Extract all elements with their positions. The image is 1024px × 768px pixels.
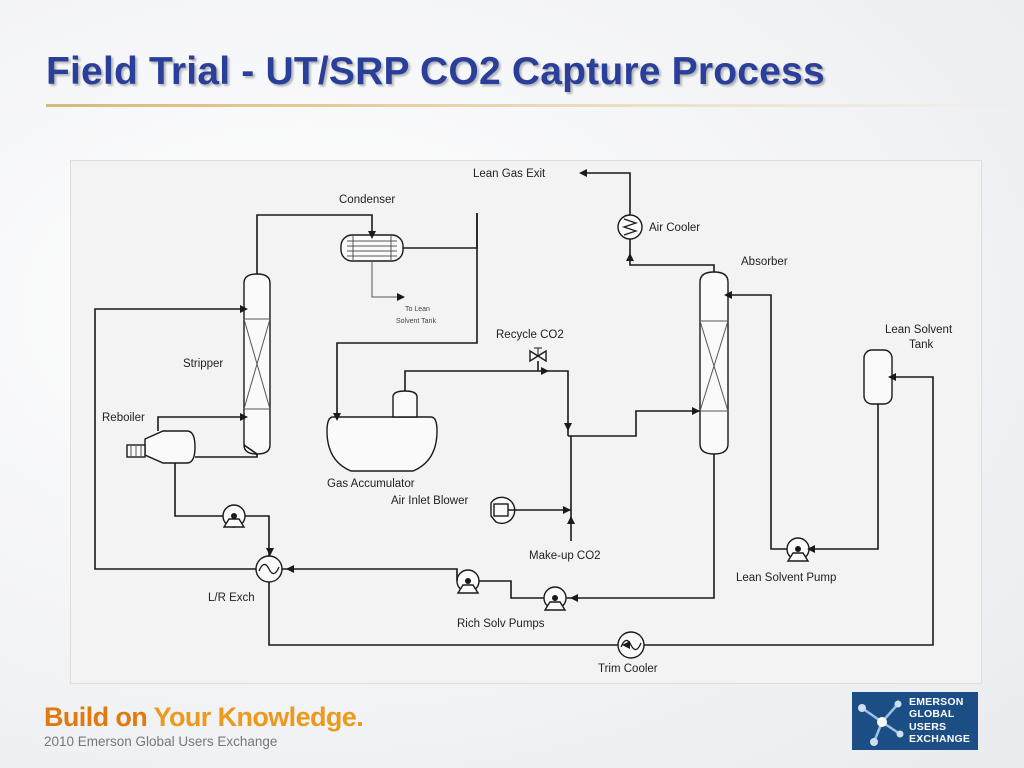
- label-lean-solvent-tank-line1: Lean Solvent: [885, 324, 953, 336]
- air-cooler-exchanger: [617, 214, 643, 240]
- rich-solvent-pump-2: [543, 586, 567, 611]
- label-recycle-co2: Recycle CO2: [496, 329, 564, 341]
- footer-tagline: Build on Your Knowledge.: [44, 702, 364, 733]
- piping: [94, 172, 934, 646]
- logo-line-1: EMERSON: [909, 696, 964, 708]
- emerson-global-users-exchange-logo: EMERSON GLOBAL USERS EXCHANGE: [852, 692, 978, 750]
- lean-solvent-tank: [863, 349, 893, 405]
- logo-wordmark: EMERSON GLOBAL USERS EXCHANGE: [909, 696, 970, 746]
- label-lean-gas-exit: Lean Gas Exit: [473, 168, 546, 180]
- reboiler-pump: [222, 504, 246, 528]
- process-flow-diagram: Lean Gas Exit Air Cooler Condenser To Le…: [70, 160, 982, 684]
- lr-exchanger: [255, 555, 283, 583]
- tagline-part-2: Your Knowledge.: [153, 702, 364, 732]
- network-graph-icon: [858, 700, 904, 746]
- rich-solvent-pump-1: [456, 569, 480, 594]
- logo-line-4: EXCHANGE: [909, 733, 971, 746]
- label-absorber: Absorber: [741, 256, 788, 268]
- label-lean-solvent-pump: Lean Solvent Pump: [736, 572, 836, 584]
- label-lr-exch: L/R Exch: [208, 592, 255, 604]
- flow-arrows: [240, 169, 896, 649]
- trim-cooler-exchanger: [617, 631, 645, 659]
- title-divider: [46, 104, 1024, 107]
- process-diagram-svg: Lean Gas Exit Air Cooler Condenser To Le…: [94, 168, 953, 675]
- label-trim-cooler: Trim Cooler: [598, 663, 658, 675]
- label-stripper: Stripper: [183, 358, 223, 370]
- label-to-lean-line1: To Lean: [405, 306, 430, 313]
- label-air-cooler: Air Cooler: [649, 222, 700, 234]
- reboiler-vessel: [126, 430, 196, 464]
- gas-accumulator-tank: [326, 390, 438, 472]
- label-air-inlet-blower: Air Inlet Blower: [391, 495, 469, 507]
- label-lean-solvent-tank-line2: Tank: [909, 339, 934, 351]
- tagline-part-1: Build on: [44, 702, 154, 732]
- absorber-column: [699, 271, 729, 455]
- stripper-column: [243, 273, 271, 455]
- label-makeup-co2: Make-up CO2: [529, 550, 601, 562]
- lean-solvent-pump: [786, 537, 810, 562]
- slide-title: Field Trial - UT/SRP CO2 Capture Process: [46, 50, 825, 93]
- label-reboiler: Reboiler: [102, 412, 145, 424]
- logo-line-2: GLOBAL: [909, 708, 955, 721]
- logo-line-3: USERS: [909, 720, 947, 733]
- recycle-co2-valve: [529, 347, 547, 363]
- label-gas-accumulator: Gas Accumulator: [327, 478, 415, 490]
- footer-subtitle: 2010 Emerson Global Users Exchange: [44, 734, 278, 749]
- label-rich-solv-pumps: Rich Solv Pumps: [457, 618, 545, 630]
- label-condenser: Condenser: [339, 194, 395, 206]
- label-to-lean-line2: Solvent Tank: [396, 318, 436, 325]
